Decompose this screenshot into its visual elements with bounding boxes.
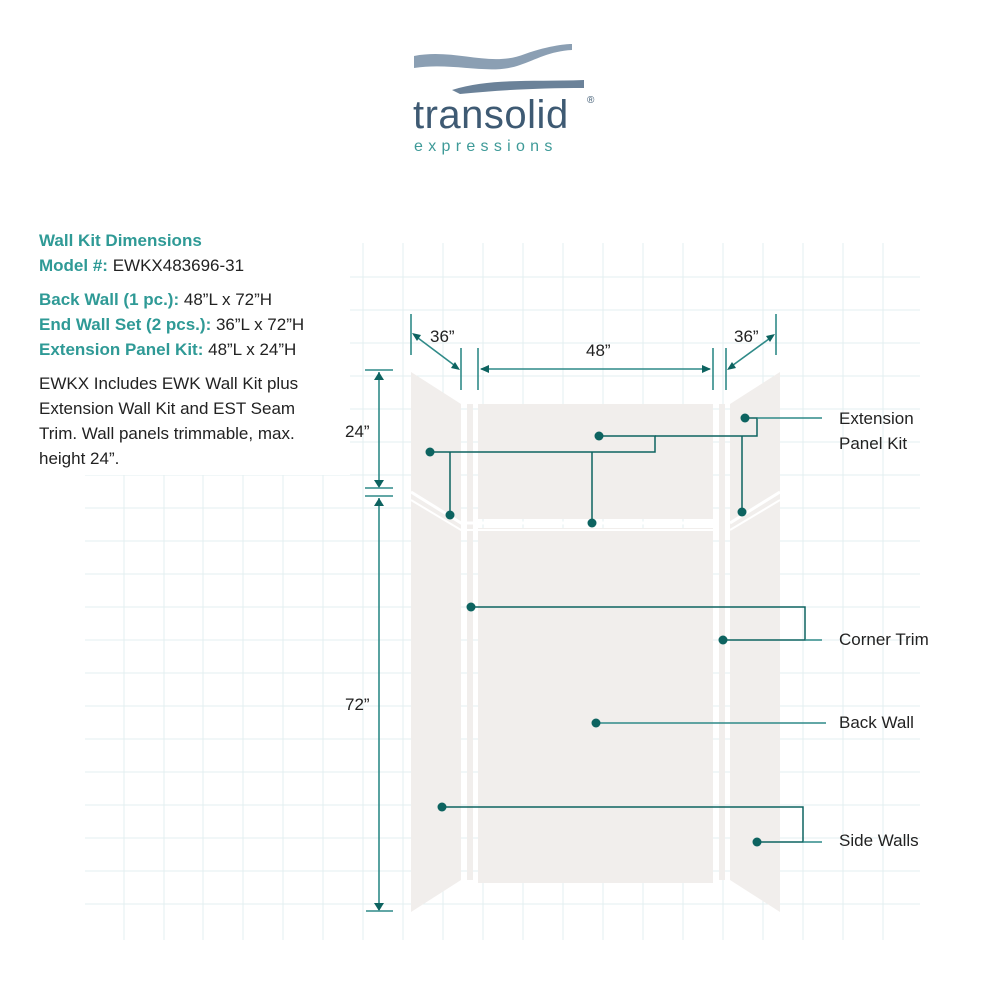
- callout-dots: [425, 413, 762, 847]
- left-side-wall: [411, 372, 461, 912]
- callout-corner-trim: Corner Trim: [839, 630, 929, 649]
- extension-height-dimension: 24”: [345, 422, 370, 441]
- model-label: Model #:: [39, 256, 108, 275]
- model-value: EWKX483696-31: [112, 256, 245, 275]
- spec-label: End Wall Set (2 pcs.):: [39, 315, 212, 334]
- spec-value: 48”L x 24”H: [208, 340, 297, 359]
- back-wall: [478, 528, 713, 883]
- spec-note: EWKX Includes EWK Wall Kit plus Extensio…: [39, 374, 299, 468]
- right-depth-dimension: 36”: [734, 327, 759, 346]
- callout-label-line2: Panel Kit: [839, 434, 908, 453]
- callout-label-line1: Extension: [839, 409, 914, 428]
- spec-label: Extension Panel Kit:: [39, 340, 204, 359]
- dimension-lines: [365, 314, 777, 912]
- back-width-dimension: 48”: [586, 341, 611, 360]
- transolid-logo-waves: [414, 44, 584, 94]
- right-side-wall: [730, 372, 780, 912]
- callout-extension-panel-kit: Extension Panel Kit: [839, 406, 914, 456]
- spec-value: 48”L x 72”H: [183, 290, 273, 309]
- left-depth-dimension: 36”: [430, 327, 455, 346]
- wall-height-dimension: 72”: [345, 695, 370, 714]
- spec-label: Back Wall (1 pc.):: [39, 290, 180, 309]
- brand-tagline: expressions: [414, 138, 558, 155]
- registered-mark: ®: [587, 95, 595, 106]
- spec-block: Wall Kit Dimensions Model #: EWKX483696-…: [39, 228, 339, 471]
- back-wall-extension: [478, 404, 713, 519]
- spec-end-wall-set: End Wall Set (2 pcs.): 36”L x 72”H: [39, 312, 339, 337]
- wall-panels: [411, 372, 780, 912]
- brand-wordmark: transolid: [413, 93, 569, 137]
- spec-title: Wall Kit Dimensions: [39, 231, 202, 250]
- callout-side-walls: Side Walls: [839, 831, 919, 850]
- spec-extension-panel-kit: Extension Panel Kit: 48”L x 24”H: [39, 337, 339, 362]
- callout-back-wall: Back Wall: [839, 713, 914, 732]
- model-number: Model #: EWKX483696-31: [39, 253, 339, 278]
- spec-back-wall: Back Wall (1 pc.): 48”L x 72”H: [39, 287, 339, 312]
- spec-value: 36”L x 72”H: [215, 315, 305, 334]
- callout-leaders: [430, 417, 826, 843]
- left-corner-trim: [467, 404, 473, 880]
